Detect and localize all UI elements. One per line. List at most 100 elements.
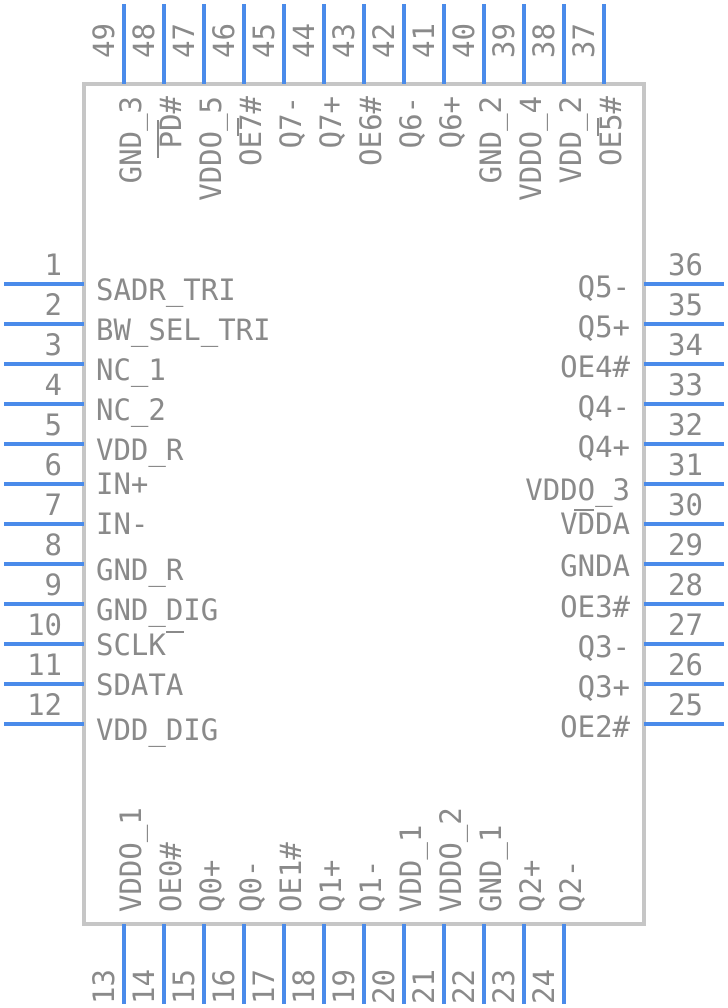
pin-name-34: OE4#: [560, 350, 630, 384]
pin-name-38: VDD_2: [554, 96, 589, 183]
right-pin-labels: 36 Q5- 35 Q5+ 34 OE4# 33 Q4- 32 Q4+ 31 V…: [525, 248, 703, 744]
pin-number-7: 7: [45, 488, 62, 522]
pin-name-32: Q4+: [578, 430, 630, 464]
pin-name-13: VDDO_1: [114, 807, 149, 912]
pin-number-14: 14: [127, 969, 161, 1004]
pin-name-16: Q0-: [234, 860, 268, 912]
pin-number-38: 38: [527, 23, 561, 58]
pin-name-27: Q3-: [578, 630, 630, 664]
pin-name-36: Q5-: [578, 270, 630, 304]
pin-number-42: 42: [367, 23, 401, 58]
pin-number-10: 10: [27, 608, 62, 642]
left-pin-labels: 1 SADR_TRI 2 BW_SEL_TRI 3 NC_1 4 NC_2 5 …: [27, 248, 271, 748]
pin-name-46: OE7#: [234, 95, 268, 165]
pin-name-20: VDD_1: [394, 825, 429, 912]
top-pin-labels: 49 GND_3 48 PD# 47 VDDO_5 46 OE7# 45 Q7-…: [87, 23, 628, 201]
pin-name-45: Q7-: [274, 96, 308, 148]
left-pin-lines: [4, 282, 84, 726]
pin-number-27: 27: [668, 608, 703, 642]
pin-name-11: SDATA: [96, 668, 183, 702]
pin-name-26: Q3+: [578, 670, 630, 704]
pin-name-21: VDDO_2: [434, 807, 469, 912]
pin-number-20: 20: [367, 969, 401, 1004]
pin-name-6: IN+: [96, 467, 148, 501]
pin-number-32: 32: [668, 408, 703, 442]
pin-name-10: SCLK: [96, 628, 166, 662]
pin-number-37: 37: [567, 23, 601, 58]
pin-number-47: 47: [167, 23, 201, 58]
pin-number-40: 40: [447, 23, 481, 58]
pin-name-49: GND_3: [114, 96, 149, 183]
pin-name-12: VDD_DIG: [96, 713, 218, 748]
pin-number-45: 45: [247, 23, 281, 58]
pin-number-13: 13: [87, 969, 121, 1004]
pin-name-4: NC_2: [96, 393, 166, 428]
pin-number-39: 39: [487, 23, 521, 58]
pin-number-16: 16: [207, 969, 241, 1004]
pin-name-37: OE5#: [594, 95, 628, 165]
pin-name-24: Q2-: [554, 860, 588, 912]
right-pin-lines: [644, 282, 724, 726]
top-pin-lines: [122, 4, 606, 84]
pin-name-2: BW_SEL_TRI: [96, 313, 271, 348]
pin-number-17: 17: [247, 969, 281, 1004]
pin-number-44: 44: [287, 23, 321, 58]
pin-name-30: VDDA: [560, 507, 630, 541]
pin-number-30: 30: [668, 488, 703, 522]
pin-number-26: 26: [668, 648, 703, 682]
pin-number-41: 41: [407, 23, 441, 58]
pin-number-4: 4: [45, 368, 62, 402]
pin-number-43: 43: [327, 23, 361, 58]
pin-name-19: Q1-: [354, 860, 388, 912]
pin-name-42: Q6-: [394, 96, 428, 148]
pin-number-33: 33: [668, 368, 703, 402]
pin-name-48: PD#: [154, 95, 188, 148]
pin-name-33: Q4-: [578, 390, 630, 424]
pin-number-21: 21: [407, 969, 441, 1004]
pin-number-48: 48: [127, 23, 161, 58]
pin-name-18: Q1+: [314, 860, 348, 912]
pin-number-5: 5: [45, 408, 62, 442]
pin-number-46: 46: [207, 23, 241, 58]
pin-name-41: Q6+: [434, 96, 468, 148]
pin-number-34: 34: [668, 328, 703, 362]
bottom-pin-labels: 13 VDDO_1 14 OE0# 15 Q0+ 16 Q0- 17 OE1# …: [87, 807, 588, 1004]
active-low-overbars: [157, 118, 599, 633]
pin-number-18: 18: [287, 969, 321, 1004]
pin-name-14: OE0#: [154, 842, 188, 912]
pin-name-15: Q0+: [194, 860, 228, 912]
pin-number-2: 2: [45, 288, 62, 322]
pin-name-44: Q7+: [314, 96, 348, 148]
pin-name-39: VDDO_4: [514, 96, 549, 201]
pin-name-40: GND_2: [474, 96, 509, 183]
pin-number-29: 29: [668, 528, 703, 562]
pin-number-31: 31: [668, 448, 703, 482]
pin-number-25: 25: [668, 688, 703, 722]
pin-name-9: GND_DIG: [96, 593, 218, 628]
pin-name-29: GNDA: [560, 549, 630, 583]
pin-name-3: NC_1: [96, 353, 166, 388]
pin-number-8: 8: [45, 528, 62, 562]
pin-number-15: 15: [167, 969, 201, 1004]
pin-number-22: 22: [447, 969, 481, 1004]
pin-number-12: 12: [27, 688, 62, 722]
pin-name-47: VDDO_5: [194, 96, 229, 201]
pin-number-24: 24: [527, 969, 561, 1004]
pin-number-3: 3: [45, 328, 62, 362]
pin-number-28: 28: [668, 568, 703, 602]
pin-number-19: 19: [327, 969, 361, 1004]
pin-name-28: OE3#: [560, 590, 630, 624]
pin-name-22: GND_1: [474, 825, 509, 912]
pin-number-49: 49: [87, 23, 121, 58]
pin-number-11: 11: [27, 648, 62, 682]
pin-number-1: 1: [45, 248, 62, 282]
pin-name-23: Q2+: [514, 860, 548, 912]
pin-number-6: 6: [45, 448, 62, 482]
pin-number-9: 9: [45, 568, 62, 602]
pin-name-35: Q5+: [578, 310, 630, 344]
pin-name-43: OE6#: [354, 95, 388, 165]
pin-name-25: OE2#: [560, 710, 630, 744]
pin-name-17: OE1#: [274, 842, 308, 912]
pin-name-31: VDDO_3: [525, 473, 630, 508]
